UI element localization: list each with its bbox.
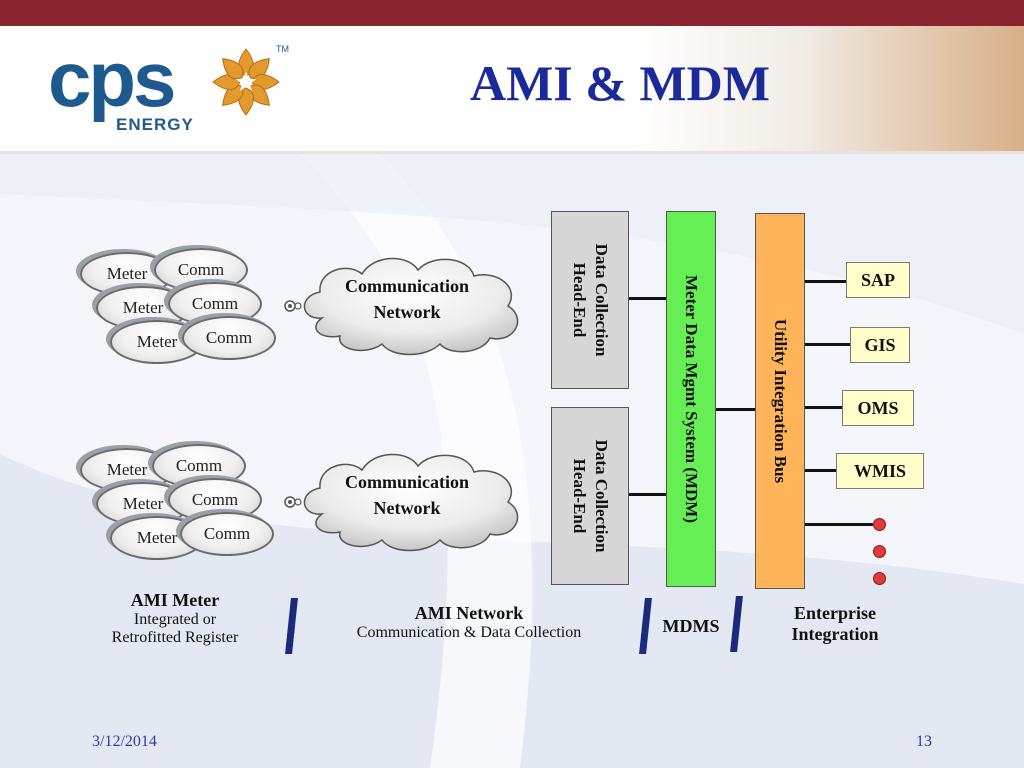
- connector-bus-more: [805, 523, 873, 526]
- caption-enterprise-line-2: Integration: [791, 624, 879, 644]
- connector-bus-oms: [805, 406, 842, 409]
- bus-label: Utility Integration Bus: [771, 318, 790, 484]
- logo-subtext: ENERGY: [116, 115, 194, 134]
- mdm-system-bar: Meter Data Mgmt System (MDM): [666, 211, 716, 587]
- top-accent-bar: [0, 0, 1024, 26]
- comm-label: Comm: [191, 490, 239, 509]
- comm-ellipse: Comm: [180, 512, 274, 556]
- connector-bus-sap: [805, 280, 846, 283]
- cloud-icon: [284, 257, 519, 356]
- connector-headend2-mdm: [629, 493, 666, 496]
- logo-text: cps: [48, 35, 176, 123]
- connector-mdm-bus: [716, 408, 755, 411]
- system-box-sap: SAP: [846, 262, 910, 298]
- comm-label: Comm: [203, 524, 251, 543]
- comm-label: Comm: [205, 328, 253, 347]
- communication-network-cloud-1: Communication Network: [282, 248, 532, 358]
- cps-energy-logo: cps TM ENERGY: [48, 40, 308, 140]
- connector-bus-gis: [805, 343, 850, 346]
- meter-label: Meter: [106, 460, 148, 479]
- more-systems-dot: [873, 518, 886, 531]
- meter-label: Meter: [106, 264, 148, 283]
- comm-label: Comm: [177, 260, 225, 279]
- caption-ami-meter-line-2: Retrofitted Register: [111, 629, 239, 646]
- caption-mdms: MDMS: [662, 616, 720, 636]
- footer-page-number: 13: [916, 733, 932, 750]
- head-end-label-line-2: Head-End: [570, 458, 589, 534]
- meter-label: Meter: [122, 298, 164, 317]
- connector-bus-wmis: [805, 469, 836, 472]
- caption-ami-network: AMI Network Communication & Data Collect…: [310, 603, 628, 642]
- network-label-line-1: Communication: [344, 276, 469, 296]
- utility-integration-bus: Utility Integration Bus: [755, 213, 805, 589]
- system-box-oms: OMS: [842, 390, 914, 426]
- system-box-gis: GIS: [850, 327, 910, 363]
- comm-ellipse: Comm: [182, 316, 276, 360]
- header-divider: [0, 151, 1024, 154]
- head-end-label-line-1: Data Collection: [592, 439, 611, 553]
- system-box-wmis: WMIS: [836, 453, 924, 489]
- comm-label: Comm: [191, 294, 239, 313]
- meter-label: Meter: [136, 332, 178, 351]
- comm-label: Comm: [175, 456, 223, 475]
- more-systems-dot: [873, 545, 886, 558]
- cloud-icon: [284, 453, 519, 552]
- network-label-line-2: Network: [373, 498, 441, 518]
- footer-date: 3/12/2014: [92, 733, 157, 750]
- data-collection-head-end-1: Data Collection Head-End: [551, 211, 629, 389]
- mdm-label: Meter Data Mgmt System (MDM): [682, 275, 701, 523]
- connector-headend1-mdm: [629, 297, 666, 300]
- head-end-label: Data Collection Head-End: [568, 244, 612, 357]
- meter-label: Meter: [136, 528, 178, 547]
- caption-enterprise-line-1: Enterprise: [794, 603, 876, 623]
- trademark-symbol: TM: [276, 44, 289, 54]
- comm-ellipse: Comm: [154, 248, 248, 292]
- head-end-label-line-1: Data Collection: [592, 243, 611, 357]
- caption-ami-network-line-1: Communication & Data Collection: [356, 624, 582, 641]
- head-end-label-line-2: Head-End: [570, 262, 589, 338]
- data-collection-head-end-2: Data Collection Head-End: [551, 407, 629, 585]
- slide-header: [0, 26, 1024, 154]
- network-label-line-1: Communication: [344, 472, 469, 492]
- caption-ami-meter-title: AMI Meter: [130, 590, 220, 610]
- head-end-label: Data Collection Head-End: [568, 440, 612, 553]
- meter-label: Meter: [122, 494, 164, 513]
- caption-ami-meter-line-1: Integrated or: [133, 611, 217, 628]
- slide-title: AMI & MDM: [470, 55, 770, 111]
- caption-ami-meter: AMI Meter Integrated or Retrofitted Regi…: [90, 590, 260, 647]
- caption-enterprise-integration: Enterprise Integration: [760, 603, 910, 645]
- more-systems-dot: [873, 572, 886, 585]
- caption-ami-network-title: AMI Network: [414, 603, 524, 623]
- communication-network-cloud-2: Communication Network: [282, 444, 532, 554]
- star-logo-icon: [212, 48, 280, 116]
- network-label-line-2: Network: [373, 302, 441, 322]
